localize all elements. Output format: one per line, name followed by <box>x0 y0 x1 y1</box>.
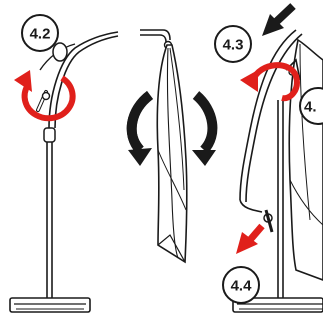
step-label-partial: 4. <box>304 99 317 116</box>
panel-step-4-2: 4.2 <box>10 15 118 312</box>
step-label-4-4: 4.4 <box>231 278 253 295</box>
stand-base <box>10 298 90 312</box>
step-callout-4-2: 4.2 <box>22 15 58 51</box>
panel-steps-4-3-4-4: 4.3 4.4 4. <box>215 6 323 312</box>
locking-handle <box>38 92 50 110</box>
step-label-4-2: 4.2 <box>30 26 51 43</box>
push-down-arrow-icon <box>262 6 293 36</box>
rotate-arrow-icon-right <box>240 65 297 98</box>
stand-pole <box>44 128 55 298</box>
folded-canopy <box>157 45 187 262</box>
pull-down-arrow-icon <box>236 226 262 254</box>
step-callout-4-4: 4.4 <box>223 267 259 303</box>
step-callout-4-3: 4.3 <box>215 26 251 62</box>
stand-pole-right <box>278 100 283 298</box>
step-label-4-3: 4.3 <box>223 37 244 54</box>
panel-folded-canopy <box>128 30 216 262</box>
